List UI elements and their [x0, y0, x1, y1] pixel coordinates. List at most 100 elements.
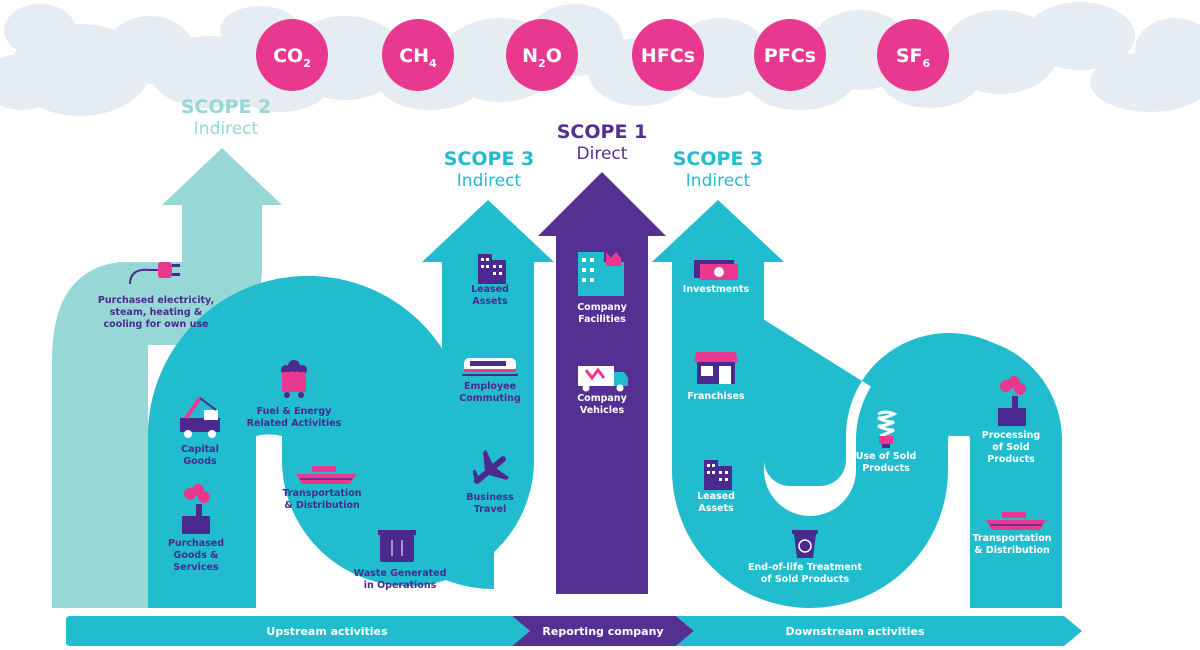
- svg-text:in Operations: in Operations: [364, 580, 437, 591]
- employee-commuting-label: Employee Commuting: [459, 381, 520, 404]
- scope2-title: SCOPE 2 Indirect: [181, 96, 272, 139]
- purchased-electricity-label: Purchased electricity, steam, heating & …: [98, 295, 214, 330]
- svg-text:of Sold: of Sold: [992, 442, 1029, 453]
- svg-text:Business: Business: [466, 492, 514, 503]
- hfcs-badge: HFCs: [632, 19, 704, 91]
- svg-text:cooling for own use: cooling for own use: [104, 319, 209, 330]
- svg-text:Related Activities: Related Activities: [247, 418, 342, 429]
- factory-downstream-icon: [998, 376, 1026, 426]
- capital-goods-label: Capital Goods: [181, 444, 219, 467]
- svg-text:Processing: Processing: [982, 430, 1040, 441]
- shop-icon: [694, 352, 738, 384]
- bottom-bar: Upstream activities Reporting company Do…: [66, 616, 1082, 646]
- svg-text:Investments: Investments: [683, 284, 750, 295]
- upstream-segment: [66, 616, 530, 646]
- plug-icon: [129, 262, 180, 285]
- company-facilities-label: Company Facilities: [577, 302, 627, 325]
- ship-icon: [296, 466, 356, 484]
- svg-text:Capital: Capital: [181, 444, 219, 455]
- svg-text:SCOPE 3: SCOPE 3: [673, 148, 764, 170]
- business-travel-label: Business Travel: [466, 492, 514, 515]
- company-facilities-icon: [578, 252, 624, 296]
- svg-text:& Distribution: & Distribution: [284, 500, 360, 511]
- fuel-energy-label: Fuel & Energy Related Activities: [247, 406, 342, 429]
- ship-downstream-icon: [986, 512, 1046, 530]
- svg-text:SCOPE 2: SCOPE 2: [181, 96, 272, 118]
- svg-text:Franchises: Franchises: [687, 391, 744, 402]
- gas-badges: CO2 CH4 N2O HFCs PFCs SF6: [256, 19, 949, 91]
- svg-text:Transportation: Transportation: [972, 533, 1051, 544]
- waste-label: Waste Generated in Operations: [354, 568, 447, 591]
- reporting-segment: [512, 616, 694, 646]
- svg-text:Commuting: Commuting: [459, 393, 520, 404]
- svg-text:Direct: Direct: [577, 144, 628, 164]
- svg-text:Leased: Leased: [471, 284, 509, 295]
- svg-text:& Distribution: & Distribution: [974, 545, 1050, 556]
- downstream-label: Downstream activities: [785, 625, 924, 638]
- leased-assets-upstream-label: Leased Assets: [471, 284, 509, 307]
- svg-text:SCOPE 1: SCOPE 1: [557, 121, 648, 143]
- svg-text:of Sold Products: of Sold Products: [761, 574, 850, 585]
- money-icon: [694, 260, 738, 280]
- processing-label: Processing of Sold Products: [982, 430, 1040, 465]
- svg-text:Facilities: Facilities: [578, 314, 626, 325]
- svg-text:Goods &: Goods &: [174, 550, 219, 561]
- company-vehicles-icon: [578, 366, 628, 392]
- use-of-sold-label: Use of Sold Products: [856, 451, 917, 474]
- svg-text:Company: Company: [577, 393, 627, 404]
- upstream-label: Upstream activities: [266, 625, 388, 638]
- svg-text:Assets: Assets: [698, 503, 734, 514]
- factory-icon: [182, 484, 210, 534]
- cfl-bulb-icon: [877, 410, 898, 448]
- svg-text:Goods: Goods: [183, 456, 217, 467]
- building-upstream-icon: [478, 254, 506, 284]
- scope2-arrow: [52, 148, 282, 608]
- svg-text:Purchased electricity,: Purchased electricity,: [98, 295, 214, 306]
- svg-text:Indirect: Indirect: [457, 171, 522, 191]
- end-of-life-label: End-of-life Treatment of Sold Products: [748, 562, 862, 585]
- leased-assets-downstream-label: Leased Assets: [697, 491, 735, 514]
- svg-text:Products: Products: [862, 463, 910, 474]
- svg-text:Products: Products: [987, 454, 1035, 465]
- svg-text:Company: Company: [577, 302, 627, 313]
- scope3-downstream-title: SCOPE 3 Indirect: [673, 148, 764, 191]
- building-downstream-icon: [704, 460, 732, 490]
- transport-downstream-label: Transportation & Distribution: [972, 533, 1051, 556]
- scope3-upstream-loop: [148, 200, 554, 608]
- airplane-icon: [472, 449, 510, 484]
- purchased-goods-label: Purchased Goods & Services: [168, 538, 224, 573]
- coal-cart-icon: [281, 360, 307, 398]
- ch4-badge: CH4: [382, 19, 454, 91]
- svg-text:Assets: Assets: [472, 296, 508, 307]
- svg-text:Employee: Employee: [464, 381, 516, 392]
- svg-text:Services: Services: [173, 562, 218, 573]
- scope3-upstream-title: SCOPE 3 Indirect: [444, 148, 535, 191]
- svg-text:Indirect: Indirect: [686, 171, 751, 191]
- train-icon: [462, 358, 518, 376]
- svg-text:SCOPE 3: SCOPE 3: [444, 148, 535, 170]
- svg-text:Transportation: Transportation: [282, 488, 361, 499]
- franchises-label: Franchises: [687, 391, 744, 402]
- investments-label: Investments: [683, 284, 750, 295]
- pfcs-badge: PFCs: [754, 19, 826, 91]
- svg-text:Leased: Leased: [697, 491, 735, 502]
- svg-text:Indirect: Indirect: [194, 119, 259, 139]
- svg-text:Fuel & Energy: Fuel & Energy: [257, 406, 333, 417]
- n2o-badge: N2O: [506, 19, 578, 91]
- company-vehicles-label: Company Vehicles: [577, 393, 627, 416]
- svg-text:CH4: CH4: [399, 45, 437, 70]
- reporting-label: Reporting company: [542, 625, 663, 638]
- downstream-segment: [676, 616, 1082, 646]
- transport-upstream-label: Transportation & Distribution: [282, 488, 361, 511]
- svg-text:steam, heating &: steam, heating &: [110, 307, 202, 318]
- svg-text:Waste Generated: Waste Generated: [354, 568, 447, 579]
- sf6-badge: SF6: [877, 19, 949, 91]
- svg-text:SF6: SF6: [896, 45, 931, 70]
- dumpster-icon: [378, 530, 416, 562]
- svg-text:Purchased: Purchased: [168, 538, 224, 549]
- scope1-title: SCOPE 1 Direct: [557, 121, 648, 164]
- svg-text:HFCs: HFCs: [641, 45, 695, 67]
- recycle-bin-icon: [792, 530, 818, 558]
- svg-text:Travel: Travel: [474, 504, 506, 515]
